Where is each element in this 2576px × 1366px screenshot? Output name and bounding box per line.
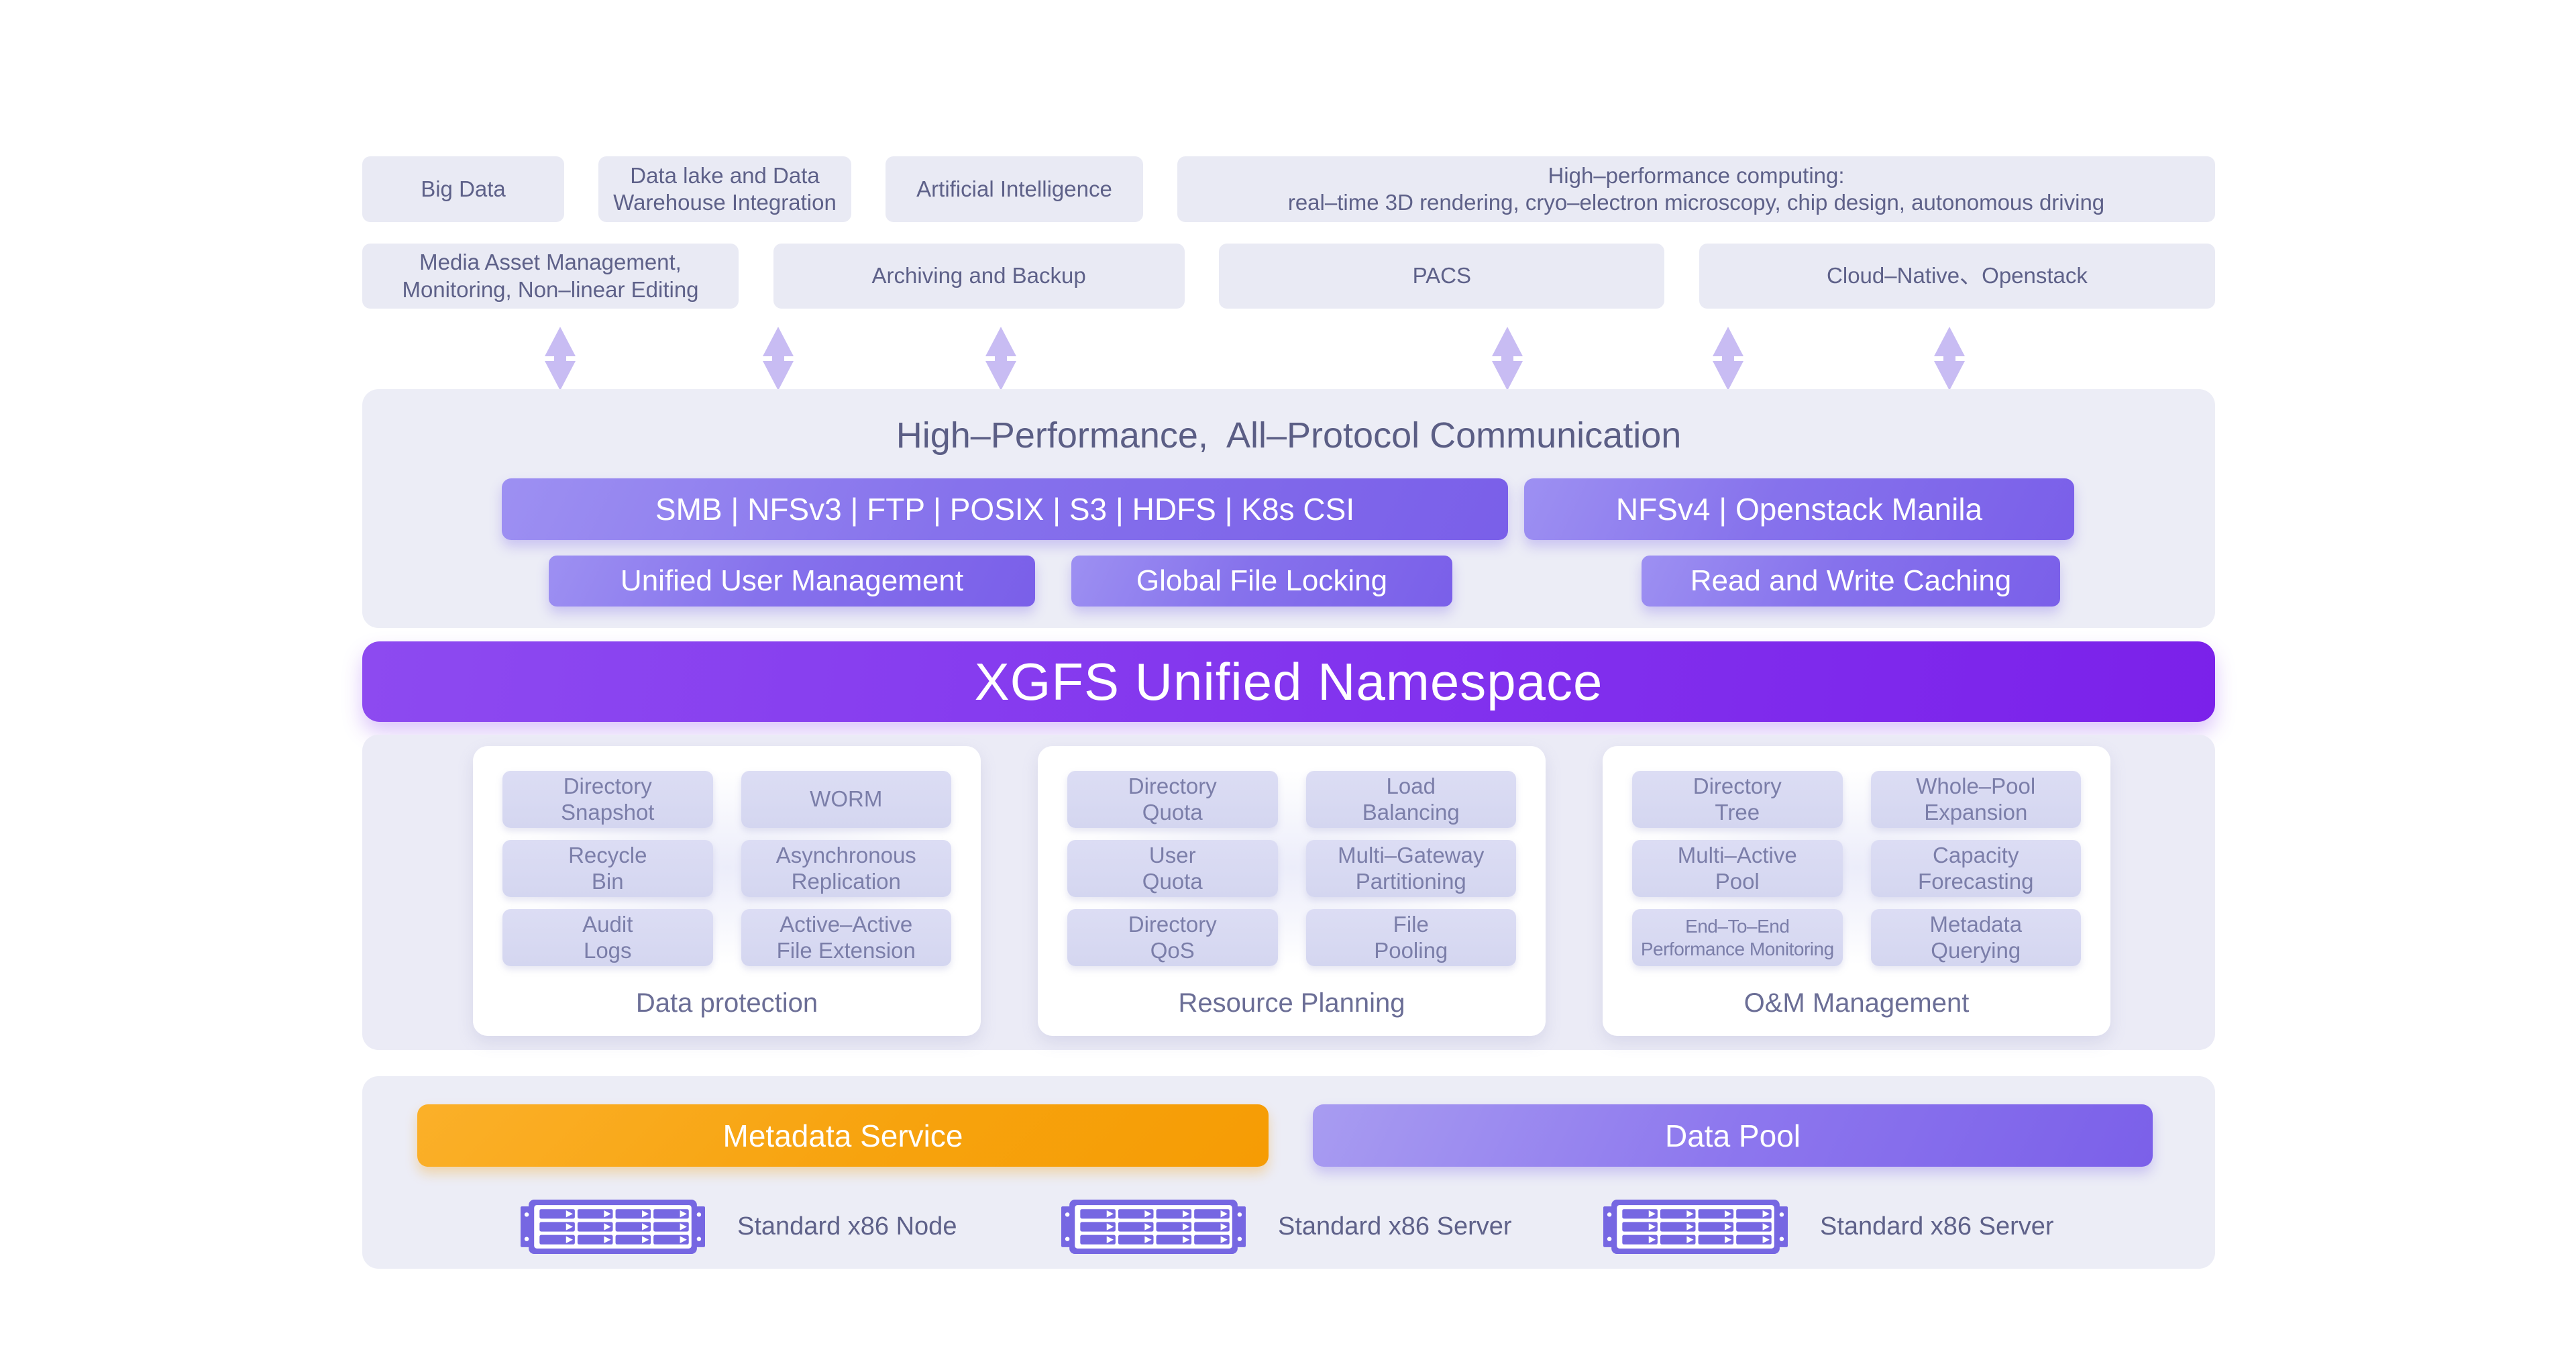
card-title: Data protection — [635, 988, 818, 1018]
feature-chip: Capacity Forecasting — [1870, 840, 2081, 897]
double-headed-arrow-icon — [1934, 327, 1965, 390]
pill-read-write-caching: Read and Write Caching — [1642, 556, 2060, 607]
protocol-pill-nfsv4-manila: NFSv4 | Openstack Manila — [1524, 478, 2074, 540]
metadata-service-pill: Metadata Service — [417, 1104, 1269, 1167]
infrastructure-section: Metadata Service Data Pool Standard x86 … — [362, 1076, 2215, 1269]
server-item: Standard x86 Server — [1061, 1200, 1512, 1254]
server-rack-icon — [521, 1200, 705, 1254]
feature-chip: WORM — [741, 771, 951, 828]
use-cases-row-2: Media Asset Management, Monitoring, Non–… — [362, 244, 2215, 309]
namespace-banner: XGFS Unified Namespace — [362, 641, 2215, 722]
server-rack-icon — [1603, 1200, 1788, 1254]
use-case-cloud-native: Cloud–Native、Openstack — [1699, 244, 2215, 309]
use-case-artificial-intelligence: Artificial Intelligence — [885, 156, 1143, 222]
use-case-media-asset: Media Asset Management, Monitoring, Non–… — [362, 244, 739, 309]
card-title: Resource Planning — [1178, 988, 1405, 1018]
use-case-big-data: Big Data — [362, 156, 564, 222]
server-rack-icon — [1061, 1200, 1246, 1254]
card-resource-planning: Directory Quota Load Balancing User Quot… — [1038, 746, 1546, 1036]
double-headed-arrow-icon — [1492, 327, 1523, 390]
double-headed-arrow-icon — [763, 327, 794, 390]
server-label: Standard x86 Server — [1278, 1212, 1512, 1241]
double-headed-arrow-icon — [545, 327, 576, 390]
connector-arrows — [362, 327, 2215, 390]
pill-global-file-locking: Global File Locking — [1071, 556, 1452, 607]
feature-chip: Active–Active File Extension — [741, 909, 951, 966]
feature-chip: Multi–Active Pool — [1632, 840, 1843, 897]
protocol-section-title: High–Performance, All–Protocol Communica… — [896, 415, 1682, 456]
double-headed-arrow-icon — [985, 327, 1016, 390]
feature-chip: Load Balancing — [1305, 771, 1516, 828]
use-case-data-lake: Data lake and Data Warehouse Integration — [598, 156, 851, 222]
use-cases-row-1: Big Data Data lake and Data Warehouse In… — [362, 156, 2215, 222]
server-item: Standard x86 Node — [521, 1200, 957, 1254]
use-case-pacs: PACS — [1219, 244, 1665, 309]
server-item: Standard x86 Server — [1603, 1200, 2054, 1254]
feature-chip: Audit Logs — [502, 909, 713, 966]
server-label: Standard x86 Server — [1820, 1212, 2054, 1241]
use-case-archiving-backup: Archiving and Backup — [773, 244, 1185, 309]
protocol-pill-smb-nfsv3: SMB | NFSv3 | FTP | POSIX | S3 | HDFS | … — [502, 478, 1508, 540]
feature-chip: User Quota — [1067, 840, 1278, 897]
feature-chip: Directory Tree — [1632, 771, 1843, 828]
feature-chip: File Pooling — [1305, 909, 1516, 966]
feature-chip: End–To–End Performance Monitoring — [1632, 909, 1843, 966]
card-data-protection: Directory Snapshot WORM Recycle Bin Asyn… — [473, 746, 981, 1036]
protocol-section: High–Performance, All–Protocol Communica… — [362, 389, 2215, 628]
features-section: Directory Snapshot WORM Recycle Bin Asyn… — [362, 735, 2215, 1050]
feature-chip: Directory Quota — [1067, 771, 1278, 828]
data-pool-pill: Data Pool — [1313, 1104, 2153, 1167]
feature-chip: Directory Snapshot — [502, 771, 713, 828]
feature-chip: Metadata Querying — [1870, 909, 2081, 966]
chip-grid: Directory Tree Whole–Pool Expansion Mult… — [1632, 771, 2081, 966]
card-om-management: Directory Tree Whole–Pool Expansion Mult… — [1603, 746, 2110, 1036]
feature-chip: Whole–Pool Expansion — [1870, 771, 2081, 828]
feature-chip: Recycle Bin — [502, 840, 713, 897]
feature-chip: Asynchronous Replication — [741, 840, 951, 897]
chip-grid: Directory Snapshot WORM Recycle Bin Asyn… — [502, 771, 951, 966]
chip-grid: Directory Quota Load Balancing User Quot… — [1067, 771, 1516, 966]
use-case-hpc: High–performance computing: real–time 3D… — [1177, 156, 2215, 222]
pill-unified-user-management: Unified User Management — [549, 556, 1035, 607]
server-label: Standard x86 Node — [737, 1212, 957, 1241]
card-title: O&M Management — [1743, 988, 1970, 1018]
feature-chip: Directory QoS — [1067, 909, 1278, 966]
feature-chip: Multi–Gateway Partitioning — [1305, 840, 1516, 897]
double-headed-arrow-icon — [1713, 327, 1743, 390]
